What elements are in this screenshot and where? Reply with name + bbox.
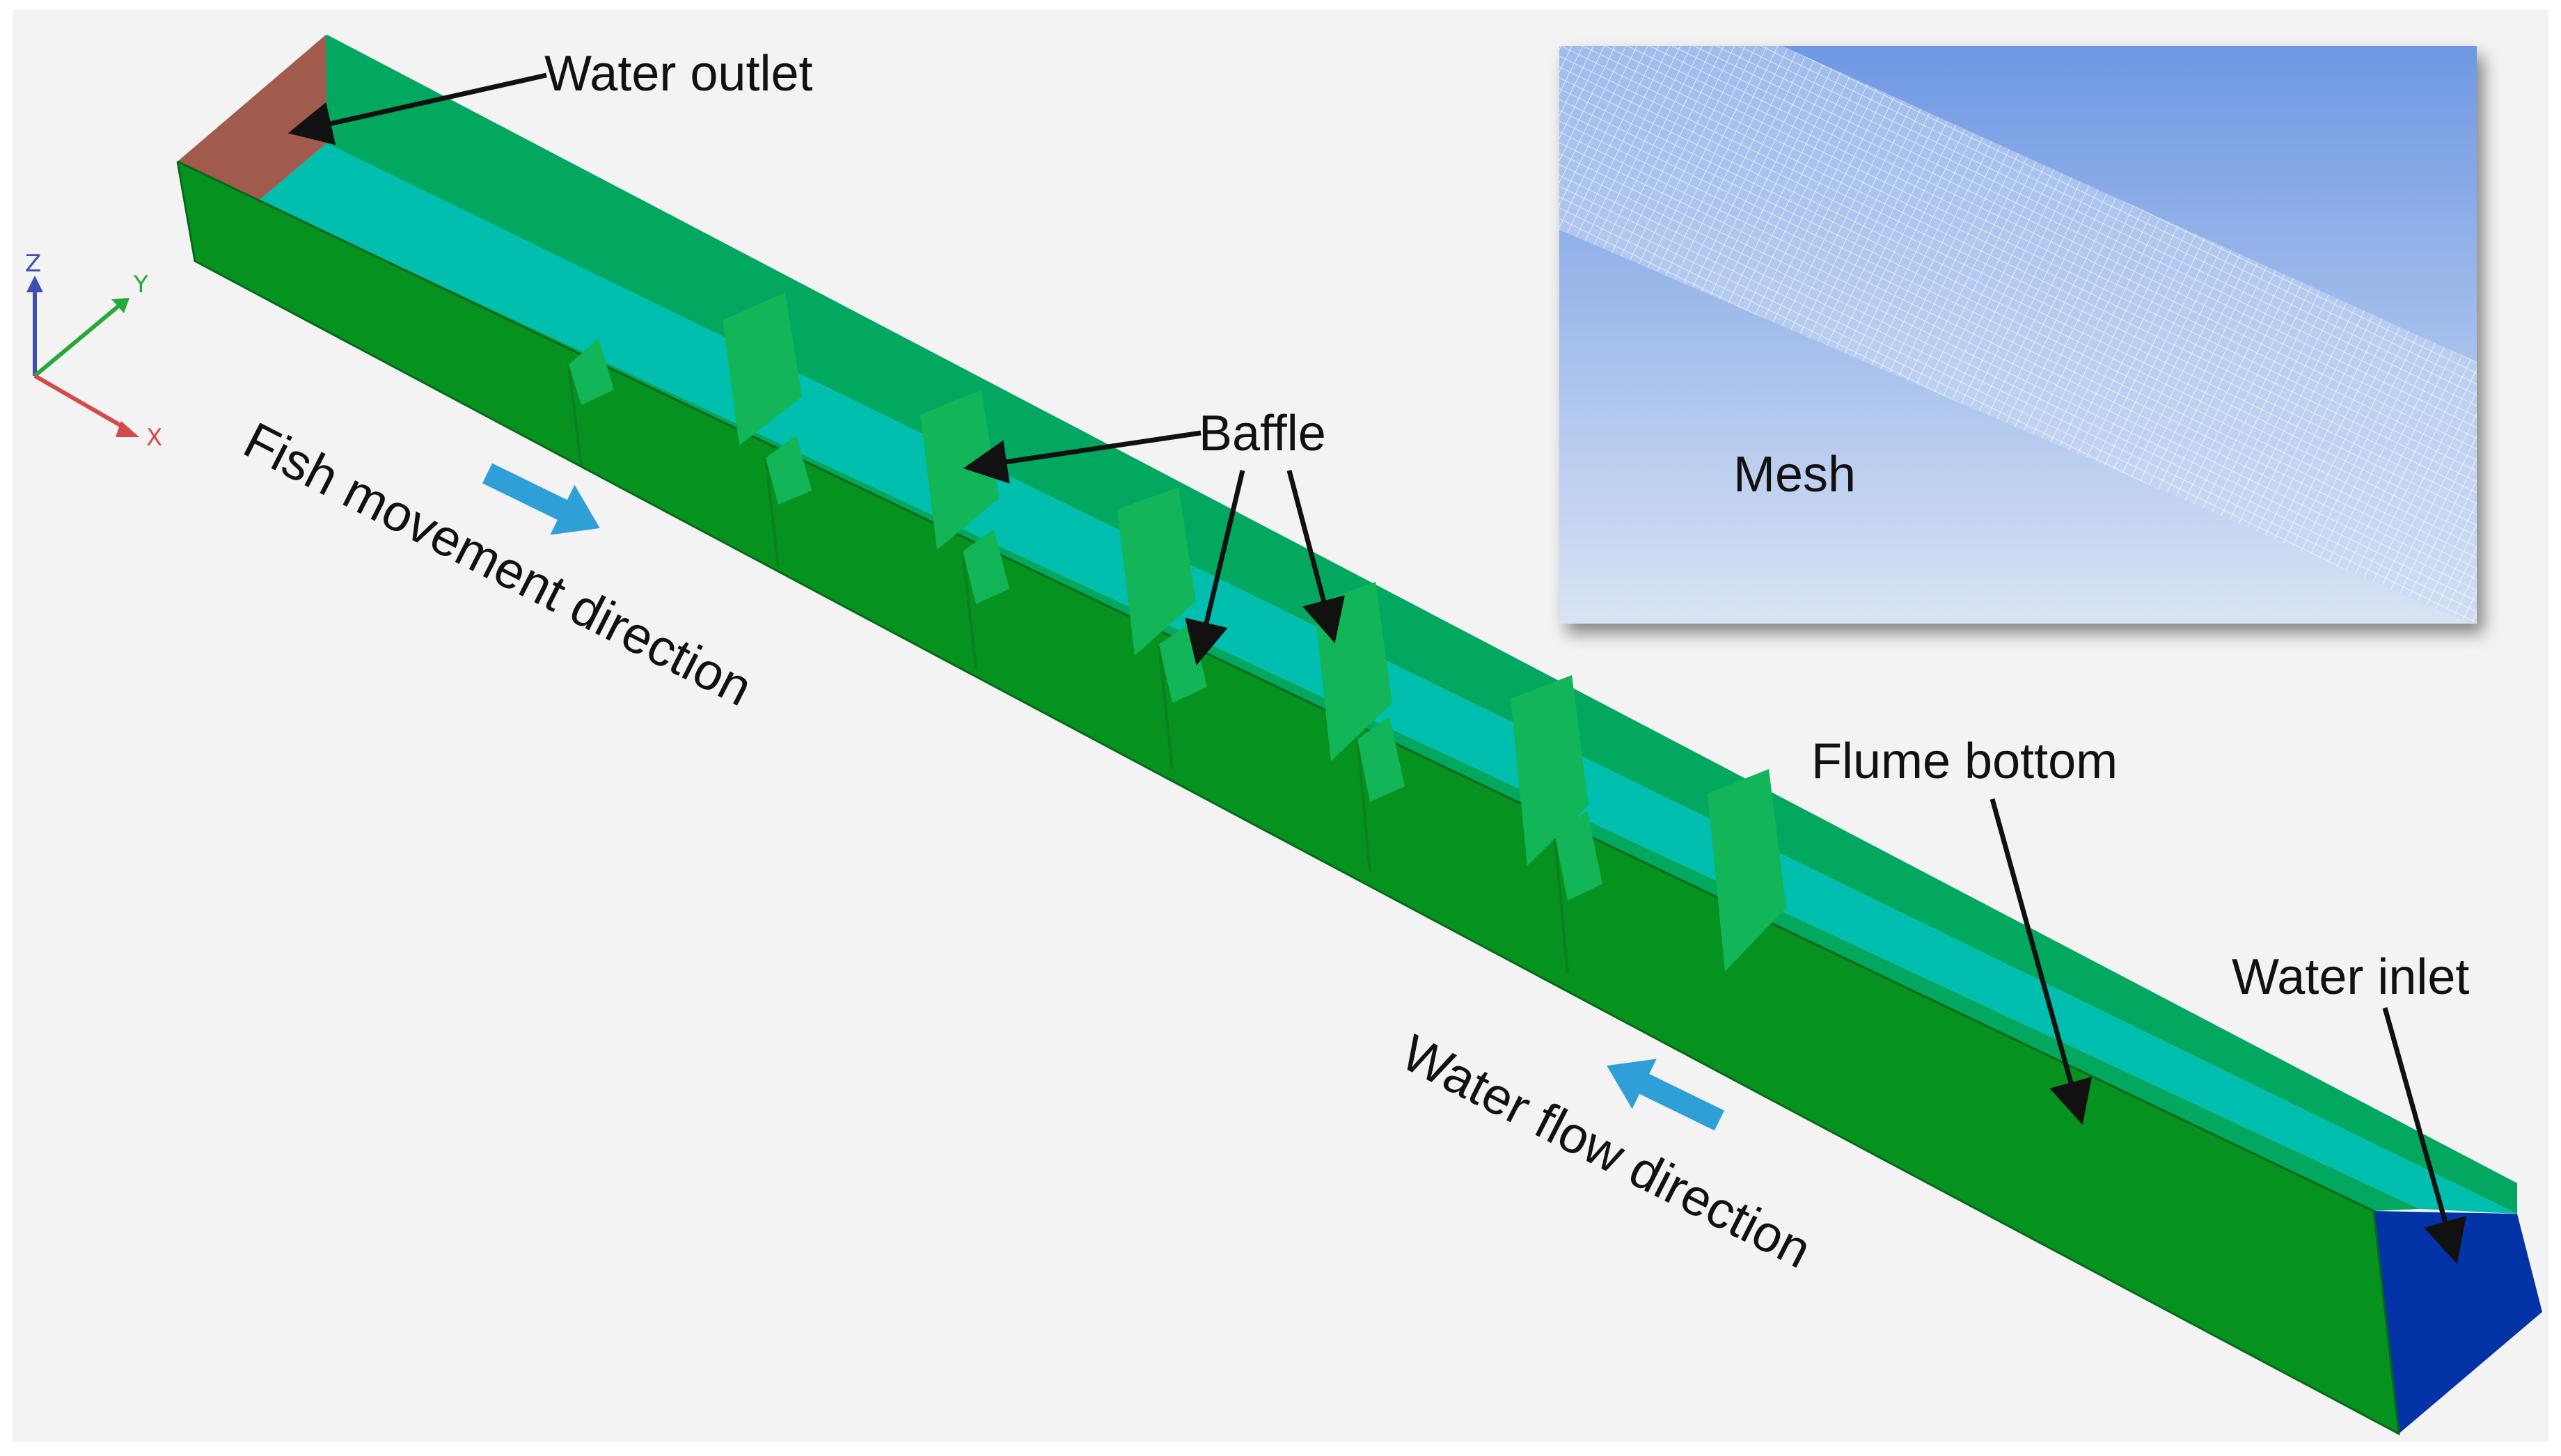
x-axis-line <box>33 374 130 432</box>
mesh-channel <box>1559 46 2477 624</box>
front-baffles <box>569 338 1602 901</box>
baffle-front-5 <box>1357 717 1405 802</box>
axis-triad: Z Y X <box>25 250 162 452</box>
water-arrow-shape <box>1607 1059 1725 1131</box>
front-wall-face <box>178 161 2399 1434</box>
inlet-pointer <box>2382 1007 2466 1265</box>
baffle-front-6 <box>1554 811 1602 901</box>
z-axis-label: Z <box>25 250 41 278</box>
front-wall-seams <box>567 364 1569 974</box>
fish-direction-arrow <box>482 463 600 535</box>
baffle-back-2 <box>920 390 999 550</box>
flume-bottom-label: Flume bottom <box>1811 734 2118 789</box>
flume-outline <box>176 160 2400 1436</box>
flume-bottom-pointer <box>1989 798 2093 1125</box>
flume <box>176 35 2542 1436</box>
baffle-back-5 <box>1511 675 1589 866</box>
baffle-back-1 <box>723 292 802 445</box>
baffle-pointer-2 <box>1185 470 1245 666</box>
y-axis-head <box>111 298 129 313</box>
baffle-pointer-1 <box>963 430 1201 484</box>
baffle-pointer-3 <box>1286 470 1345 644</box>
baffle-back-3 <box>1117 487 1196 656</box>
fish-arrow-shape <box>482 463 600 535</box>
water-outlet-face <box>178 35 327 200</box>
y-axis-label: Y <box>133 271 148 299</box>
baffle-front-3 <box>963 529 1009 604</box>
x-axis-head <box>116 421 139 437</box>
water-inlet-face <box>2374 1211 2542 1434</box>
x-axis-label: X <box>146 424 162 452</box>
water-inlet-label: Water inlet <box>2232 949 2469 1005</box>
baffle-front-1 <box>569 338 614 405</box>
water-flow-arrow <box>1607 1059 1725 1131</box>
baffle-back-6 <box>1708 769 1786 972</box>
mesh-label: Mesh <box>1733 447 1856 503</box>
callout-arrows <box>287 72 2466 1265</box>
baffle-label: Baffle <box>1199 406 1326 461</box>
y-axis-line <box>33 304 120 378</box>
z-axis-head <box>26 276 43 292</box>
baffle-front-2 <box>766 435 812 505</box>
outlet-pointer <box>287 72 547 145</box>
back-wall-inner <box>327 35 2517 1214</box>
front-wall-top <box>178 161 2420 1211</box>
back-baffles <box>723 292 1786 972</box>
mesh-inset: Mesh <box>1559 46 2477 624</box>
water-outlet-label: Water outlet <box>544 46 813 102</box>
